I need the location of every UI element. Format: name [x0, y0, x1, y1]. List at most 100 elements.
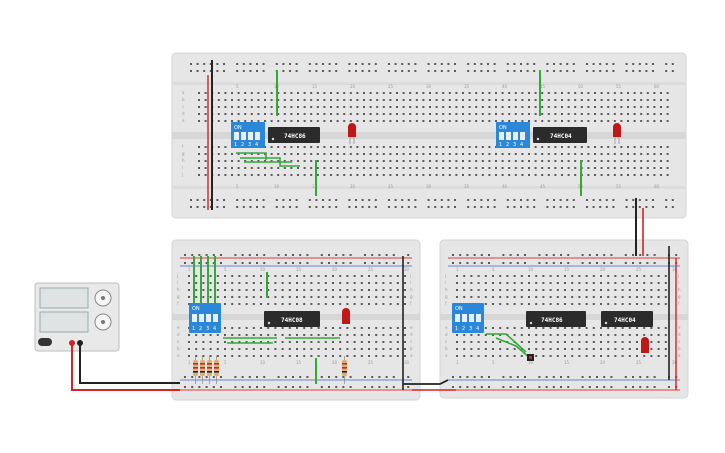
breadboard-hole[interactable]: [513, 206, 516, 208]
breadboard-hole[interactable]: [533, 63, 536, 65]
breadboard-hole[interactable]: [407, 206, 410, 208]
breadboard-hole[interactable]: [470, 275, 473, 277]
breadboard-hole[interactable]: [633, 146, 636, 148]
breadboard-hole[interactable]: [328, 386, 330, 388]
breadboard-hole[interactable]: [245, 296, 248, 298]
breadboard-hole[interactable]: [467, 70, 470, 72]
breadboard-hole[interactable]: [545, 262, 548, 264]
breadboard-hole[interactable]: [209, 63, 212, 65]
breadboard-hole[interactable]: [191, 262, 194, 264]
breadboard-hole[interactable]: [316, 113, 319, 115]
breadboard-hole[interactable]: [650, 348, 653, 350]
breadboard-hole[interactable]: [613, 92, 616, 94]
wire-black-psu[interactable]: [79, 343, 180, 384]
breadboard-hole[interactable]: [252, 355, 255, 357]
breadboard-hole[interactable]: [188, 282, 190, 284]
breadboard-hole[interactable]: [402, 99, 405, 101]
breadboard-hole[interactable]: [542, 296, 545, 298]
breadboard-hole[interactable]: [282, 199, 285, 201]
breadboard-hole[interactable]: [389, 275, 392, 277]
breadboard-hole[interactable]: [475, 113, 478, 115]
breadboard-hole[interactable]: [407, 386, 410, 388]
breadboard-hole[interactable]: [653, 262, 656, 264]
breadboard-hole[interactable]: [242, 70, 245, 72]
breadboard-hole[interactable]: [348, 63, 351, 65]
breadboard-hole[interactable]: [592, 282, 595, 284]
breadboard-hole[interactable]: [653, 254, 656, 256]
breadboard-hole[interactable]: [224, 167, 227, 169]
breadboard-hole[interactable]: [636, 348, 638, 350]
breadboard-hole[interactable]: [521, 174, 524, 176]
breadboard-hole[interactable]: [495, 120, 497, 122]
breadboard-hole[interactable]: [429, 153, 431, 155]
breadboard-hole[interactable]: [237, 174, 240, 176]
breadboard-hole[interactable]: [627, 167, 629, 169]
breadboard-hole[interactable]: [632, 386, 634, 388]
breadboard-hole[interactable]: [470, 289, 473, 291]
breadboard-hole[interactable]: [499, 289, 502, 291]
breadboard-hole[interactable]: [375, 289, 378, 291]
breadboard-hole[interactable]: [660, 174, 662, 176]
breadboard-hole[interactable]: [495, 167, 497, 169]
breadboard-hole[interactable]: [346, 355, 349, 357]
breadboard-hole[interactable]: [534, 167, 537, 169]
breadboard-hole[interactable]: [396, 334, 399, 336]
breadboard-hole[interactable]: [191, 254, 194, 256]
breadboard-hole[interactable]: [470, 282, 473, 284]
breadboard-hole[interactable]: [549, 355, 552, 357]
breadboard-hole[interactable]: [402, 92, 405, 94]
breadboard-hole[interactable]: [389, 348, 392, 350]
breadboard-hole[interactable]: [297, 92, 299, 94]
breadboard-hole[interactable]: [270, 113, 273, 115]
breadboard-hole[interactable]: [404, 275, 406, 277]
breadboard-hole[interactable]: [455, 92, 458, 94]
breadboard-hole[interactable]: [409, 153, 412, 155]
breadboard-hole[interactable]: [217, 167, 220, 169]
breadboard-hole[interactable]: [363, 106, 365, 108]
breadboard-hole[interactable]: [535, 282, 538, 284]
breadboard-hole[interactable]: [220, 386, 222, 388]
breadboard-hole[interactable]: [409, 106, 412, 108]
breadboard-hole[interactable]: [499, 303, 502, 305]
breadboard-hole[interactable]: [586, 199, 588, 201]
breadboard-hole[interactable]: [585, 303, 588, 305]
breadboard-hole[interactable]: [343, 113, 346, 115]
breadboard-hole[interactable]: [224, 296, 226, 298]
breadboard-hole[interactable]: [323, 106, 326, 108]
breadboard-hole[interactable]: [356, 146, 359, 148]
breadboard-hole[interactable]: [462, 153, 464, 155]
breadboard-hole[interactable]: [216, 341, 219, 343]
breadboard-hole[interactable]: [348, 206, 351, 208]
breadboard-hole[interactable]: [640, 120, 643, 122]
breadboard-hole[interactable]: [468, 146, 471, 148]
breadboard-hole[interactable]: [481, 92, 484, 94]
breadboard-hole[interactable]: [281, 355, 284, 357]
breadboard-hole[interactable]: [297, 113, 299, 115]
breadboard-hole[interactable]: [502, 262, 505, 264]
breadboard-hole[interactable]: [459, 376, 462, 378]
breadboard-hole[interactable]: [316, 153, 319, 155]
breadboard-hole[interactable]: [330, 160, 332, 162]
breadboard-hole[interactable]: [404, 327, 406, 329]
breadboard-hole[interactable]: [547, 174, 550, 176]
breadboard-hole[interactable]: [442, 99, 445, 101]
breadboard-hole[interactable]: [547, 106, 550, 108]
breadboard-hole[interactable]: [561, 167, 563, 169]
breadboard-hole[interactable]: [270, 99, 273, 101]
breadboard-hole[interactable]: [541, 174, 544, 176]
breadboard-hole[interactable]: [628, 348, 631, 350]
breadboard-hole[interactable]: [234, 262, 237, 264]
breadboard-hole[interactable]: [224, 113, 227, 115]
breadboard-hole[interactable]: [607, 153, 610, 155]
breadboard-hole[interactable]: [396, 146, 398, 148]
breadboard-hole[interactable]: [600, 348, 602, 350]
breadboard-hole[interactable]: [289, 206, 291, 208]
breadboard-hole[interactable]: [389, 303, 392, 305]
breadboard-hole[interactable]: [435, 153, 438, 155]
breadboard-hole[interactable]: [640, 99, 643, 101]
breadboard-hole[interactable]: [353, 275, 356, 277]
breadboard-hole[interactable]: [528, 92, 530, 94]
breadboard-hole[interactable]: [281, 303, 284, 305]
breadboard-hole[interactable]: [389, 167, 392, 169]
breadboard-hole[interactable]: [382, 275, 385, 277]
